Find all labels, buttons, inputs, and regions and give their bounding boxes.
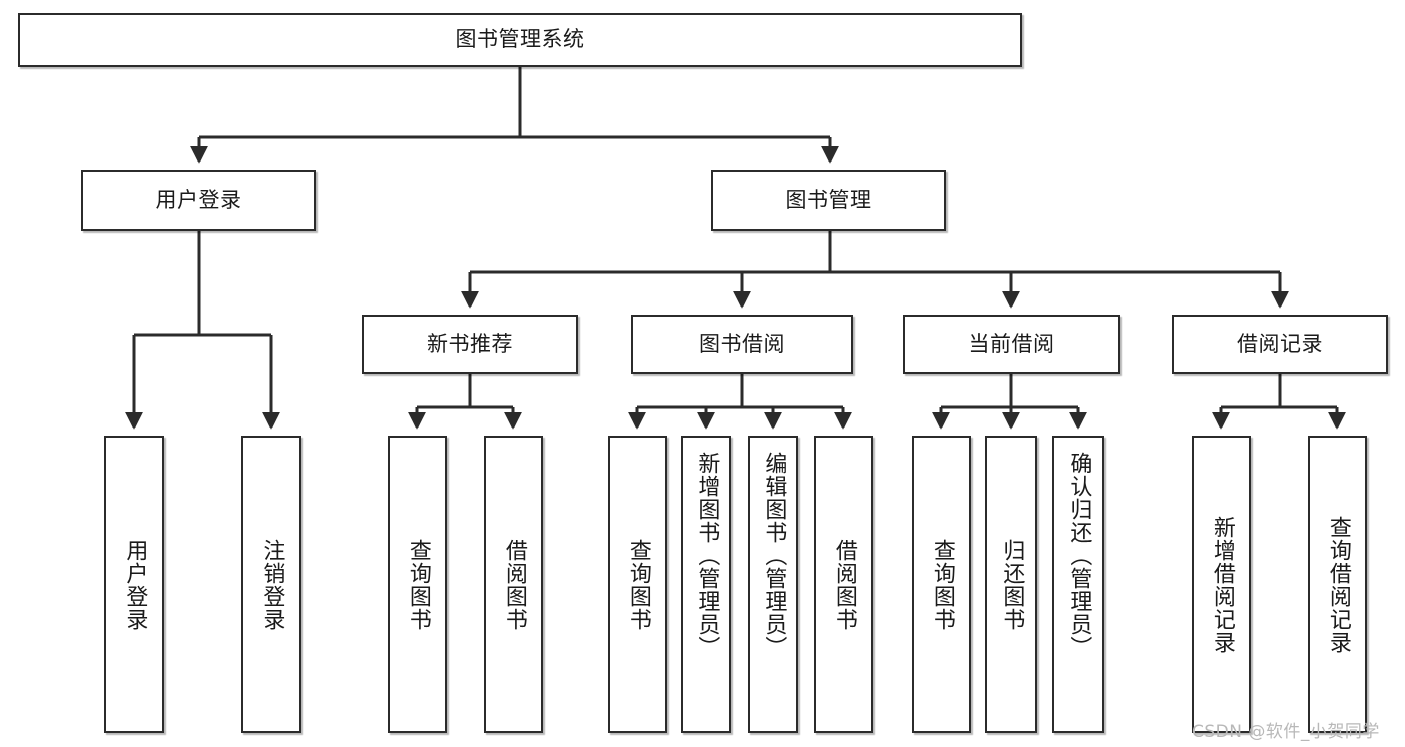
node-level3-1[interactable]: 图书借阅 — [631, 315, 853, 374]
node-leaf-8-label: 查询图书 — [929, 538, 955, 631]
node-root[interactable]: 图书管理系统 — [18, 13, 1022, 67]
node-leaf-7[interactable]: 借阅图书 — [814, 436, 873, 733]
node-leaf-3[interactable]: 借阅图书 — [484, 436, 543, 733]
node-leaf-0[interactable]: 用户登录 — [104, 436, 164, 733]
node-leaf-9-label: 归还图书 — [999, 538, 1025, 631]
node-level3-0-label: 新书推荐 — [427, 331, 513, 356]
node-leaf-4[interactable]: 查询图书 — [608, 436, 667, 733]
node-leaf-4-label: 查询图书 — [625, 538, 651, 631]
node-leaf-5-label: 新增图书（管理员） — [694, 452, 720, 659]
node-level3-2-label: 当前借阅 — [968, 331, 1055, 356]
node-leaf-11-label: 新增借阅记录 — [1209, 515, 1235, 654]
node-leaf-10-label: 确认归还（管理员） — [1066, 452, 1092, 659]
node-level3-3[interactable]: 借阅记录 — [1172, 315, 1388, 374]
node-leaf-11[interactable]: 新增借阅记录 — [1192, 436, 1251, 733]
node-leaf-0-label: 用户登录 — [122, 538, 148, 631]
node-level3-2[interactable]: 当前借阅 — [903, 315, 1120, 374]
node-level2-1[interactable]: 图书管理 — [711, 170, 946, 231]
node-leaf-3-label: 借阅图书 — [501, 538, 527, 631]
node-leaf-12-label: 查询借阅记录 — [1325, 515, 1351, 654]
node-level2-0-label: 用户登录 — [155, 187, 242, 212]
node-level3-0[interactable]: 新书推荐 — [362, 315, 578, 374]
node-leaf-6-label: 编辑图书（管理员） — [761, 452, 787, 659]
node-leaf-1-label: 注销登录 — [259, 538, 285, 631]
node-leaf-7-label: 借阅图书 — [831, 538, 857, 631]
node-level2-0[interactable]: 用户登录 — [81, 170, 316, 231]
node-level2-1-label: 图书管理 — [785, 187, 872, 212]
node-leaf-5[interactable]: 新增图书（管理员） — [681, 436, 731, 733]
node-leaf-2[interactable]: 查询图书 — [388, 436, 447, 733]
node-leaf-1[interactable]: 注销登录 — [241, 436, 301, 733]
node-level3-1-label: 图书借阅 — [699, 331, 785, 356]
node-leaf-12[interactable]: 查询借阅记录 — [1308, 436, 1367, 733]
node-level3-3-label: 借阅记录 — [1237, 331, 1323, 356]
csdn-watermark: CSDN @软件_小贺同学 — [1192, 722, 1380, 742]
node-leaf-2-label: 查询图书 — [405, 538, 431, 631]
node-leaf-8[interactable]: 查询图书 — [912, 436, 971, 733]
node-root-label: 图书管理系统 — [455, 27, 585, 52]
node-leaf-10[interactable]: 确认归还（管理员） — [1052, 436, 1104, 733]
node-leaf-9[interactable]: 归还图书 — [985, 436, 1037, 733]
node-leaf-6[interactable]: 编辑图书（管理员） — [748, 436, 798, 733]
